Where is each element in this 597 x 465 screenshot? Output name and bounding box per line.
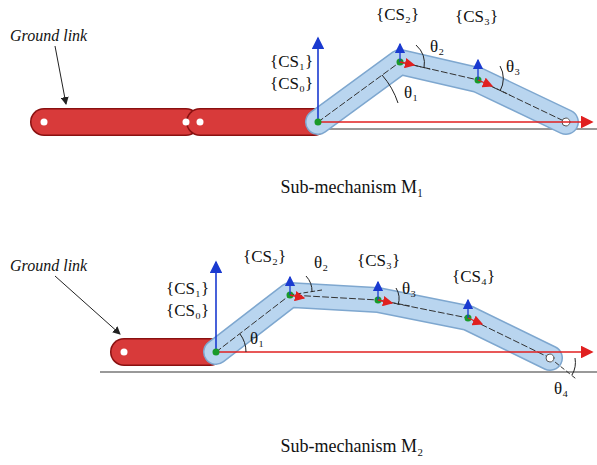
caption: Sub-mechanism M₁ [281, 178, 424, 196]
joint-frames [213, 277, 483, 356]
ground-link [121, 349, 211, 356]
frame-label: {CS₁} [166, 280, 209, 297]
frame-label: {CS₃} [357, 252, 400, 269]
frame-label: {CS₂} [243, 248, 286, 265]
x-axis [318, 121, 592, 123]
frame-label: {CS₀} [166, 302, 209, 319]
ground-link [41, 119, 315, 126]
ground-line [100, 371, 597, 373]
part-name: Ground link [10, 258, 87, 274]
y-axis [215, 262, 217, 352]
leader-line [55, 276, 120, 334]
angle-arcs [240, 276, 575, 375]
angle-label: θ₂ [314, 254, 328, 271]
frame-label: {CS₀} [270, 75, 313, 92]
joint-frames [315, 44, 493, 126]
leader-line [55, 46, 66, 104]
angle-label: θ₄ [554, 380, 568, 397]
frame-label: {CS₄} [452, 268, 495, 285]
angle-label: θ₁ [404, 84, 418, 101]
frame-label: {CS₃} [455, 8, 498, 25]
x-axis [216, 351, 592, 353]
frame-label: {CS₂} [376, 6, 419, 23]
part-name: Ground link [10, 28, 87, 44]
angle-label: θ₃ [402, 280, 416, 297]
moving-links [216, 290, 575, 378]
frame-label: {CS₁} [270, 53, 313, 70]
moving-links [318, 62, 570, 126]
angle-label: θ₃ [506, 58, 520, 75]
y-axis [317, 38, 319, 122]
angle-label: θ₁ [250, 330, 264, 347]
angle-label: θ₂ [430, 38, 444, 55]
caption: Sub-mechanism M₂ [281, 437, 424, 455]
